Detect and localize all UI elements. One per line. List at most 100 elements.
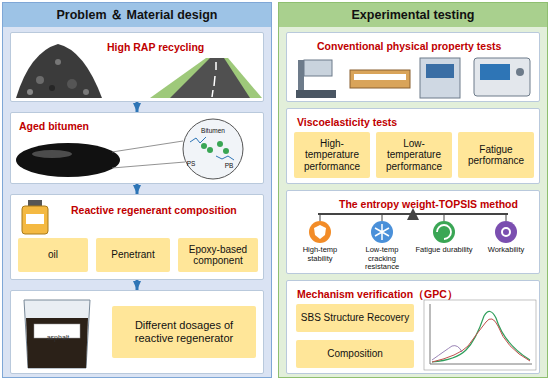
item-box: Different dosages of reactive regenerato… — [112, 306, 256, 358]
criterion-label: Low-temp cracking resistance — [353, 246, 411, 272]
item-box: Low-temperature performance — [376, 132, 452, 178]
criteria-icons-part — [495, 221, 517, 243]
item-box: Epoxy-based component — [178, 238, 258, 272]
beaker — [24, 300, 90, 368]
item-text: High-temperature performance — [294, 138, 370, 173]
criteria-icons-part — [502, 228, 510, 236]
criteria-icons-part — [371, 221, 393, 243]
test-equipment-part — [426, 64, 454, 78]
gpc-chart-part — [432, 346, 462, 360]
item-box: Penetrant — [96, 238, 170, 272]
section-title: Conventional physical property tests — [317, 40, 501, 53]
balance-scale-part — [320, 214, 321, 221]
panel-heading: Experimental testing — [279, 3, 547, 27]
test-equipment-part — [474, 58, 530, 96]
test-equipment-part — [354, 74, 406, 80]
flow-arrow — [136, 102, 139, 112]
gpc-chart-part — [430, 304, 532, 364]
zoom-view-part — [190, 137, 234, 160]
item-text: Different dosages of reactive regenerato… — [112, 319, 256, 344]
flow-arrow — [136, 280, 139, 290]
bitumen-blob-part — [32, 150, 72, 158]
panel-heading: Problem ＆ Material design — [3, 3, 271, 27]
rap-pile-part — [55, 59, 61, 65]
zoom-view-part — [223, 148, 229, 154]
bitumen-blob-part — [16, 143, 120, 177]
bitumen-blob — [16, 143, 120, 177]
item-text: Fatigue performance — [458, 144, 534, 167]
gpc-chart — [424, 300, 536, 370]
beaker-part — [34, 324, 80, 338]
item-text: Low-temperature performance — [376, 138, 452, 173]
item-text: Composition — [324, 348, 386, 360]
road-part — [170, 58, 250, 98]
zoom-view — [112, 119, 243, 179]
criteria-icons — [309, 221, 517, 243]
molecule-label: Bitumen — [195, 127, 231, 134]
test-equipment-part — [420, 58, 460, 98]
balance-scale-part — [444, 214, 445, 221]
gpc-chart-part — [424, 300, 536, 370]
section-title: The entropy weight-TOPSIS method — [339, 198, 518, 211]
beaker-label: asphalt — [35, 334, 81, 342]
label-holder: High-temp stability — [291, 246, 349, 263]
test-equipment-part — [516, 68, 524, 76]
rap-pile-part — [16, 44, 102, 98]
gpc-chart-part — [432, 319, 530, 362]
test-equipment-part — [350, 70, 410, 88]
gpc-chart-part — [432, 311, 530, 362]
zoom-view-part — [201, 143, 207, 149]
test-equipment-part — [304, 60, 332, 76]
item-box: Fatigue performance — [458, 132, 534, 178]
section-title: Viscoelasticity tests — [297, 116, 397, 129]
label-holder: Workability — [477, 246, 535, 255]
rap-pile — [16, 44, 102, 98]
label-holder: Bitumen — [195, 127, 231, 134]
road-part — [212, 62, 216, 97]
section-title: Reactive regenerant composition — [71, 204, 237, 217]
zoom-view-part — [112, 162, 185, 168]
rap-pile-part — [49, 85, 55, 91]
item-box: High-temperature performance — [294, 132, 370, 178]
balance-scale-part — [407, 208, 419, 220]
criterion-label: High-temp stability — [291, 246, 349, 263]
balance-scale — [318, 208, 508, 221]
section-title: Aged bitumen — [19, 120, 89, 133]
test-equipment-part — [296, 90, 336, 98]
item-text: Epoxy-based component — [178, 244, 258, 267]
item-box: Composition — [296, 340, 414, 368]
rap-pile-part — [67, 79, 77, 89]
bottle-icon-part — [26, 214, 44, 224]
item-box: oil — [18, 238, 88, 272]
label-holder: PB — [221, 162, 237, 169]
item-text: oil — [45, 249, 61, 261]
item-box: SBS Structure Recovery — [296, 304, 414, 332]
rap-pile-part — [36, 76, 44, 84]
test-equipment — [296, 58, 530, 98]
zoom-view-part — [183, 119, 243, 179]
rap-pile-part — [83, 89, 89, 95]
zoom-view-part — [217, 141, 223, 147]
molecule-label: PB — [221, 162, 237, 169]
criteria-icons-part — [309, 221, 331, 243]
balance-scale-part — [506, 214, 507, 221]
section-title: Mechanism verification（GPC） — [297, 288, 458, 301]
label-holder: PS — [183, 160, 199, 167]
label-holder: Fatigue durability — [415, 246, 473, 255]
item-text: Penetrant — [108, 249, 157, 261]
criteria-icons-part — [375, 224, 389, 240]
rap-pile-part — [27, 89, 33, 95]
label-holder: Low-temp cracking resistance — [353, 246, 411, 272]
balance-scale-part — [382, 214, 383, 221]
bottle-icon — [22, 200, 48, 234]
bottle-icon-part — [22, 206, 48, 234]
road — [150, 58, 262, 98]
section-title: High RAP recycling — [107, 41, 204, 54]
zoom-view-part — [207, 147, 213, 153]
molecule-label: PS — [183, 160, 199, 167]
road-part — [150, 58, 262, 98]
criterion-label: Workability — [477, 246, 535, 255]
section-box: Reactive regenerant composition oil Penetr… — [10, 194, 264, 280]
